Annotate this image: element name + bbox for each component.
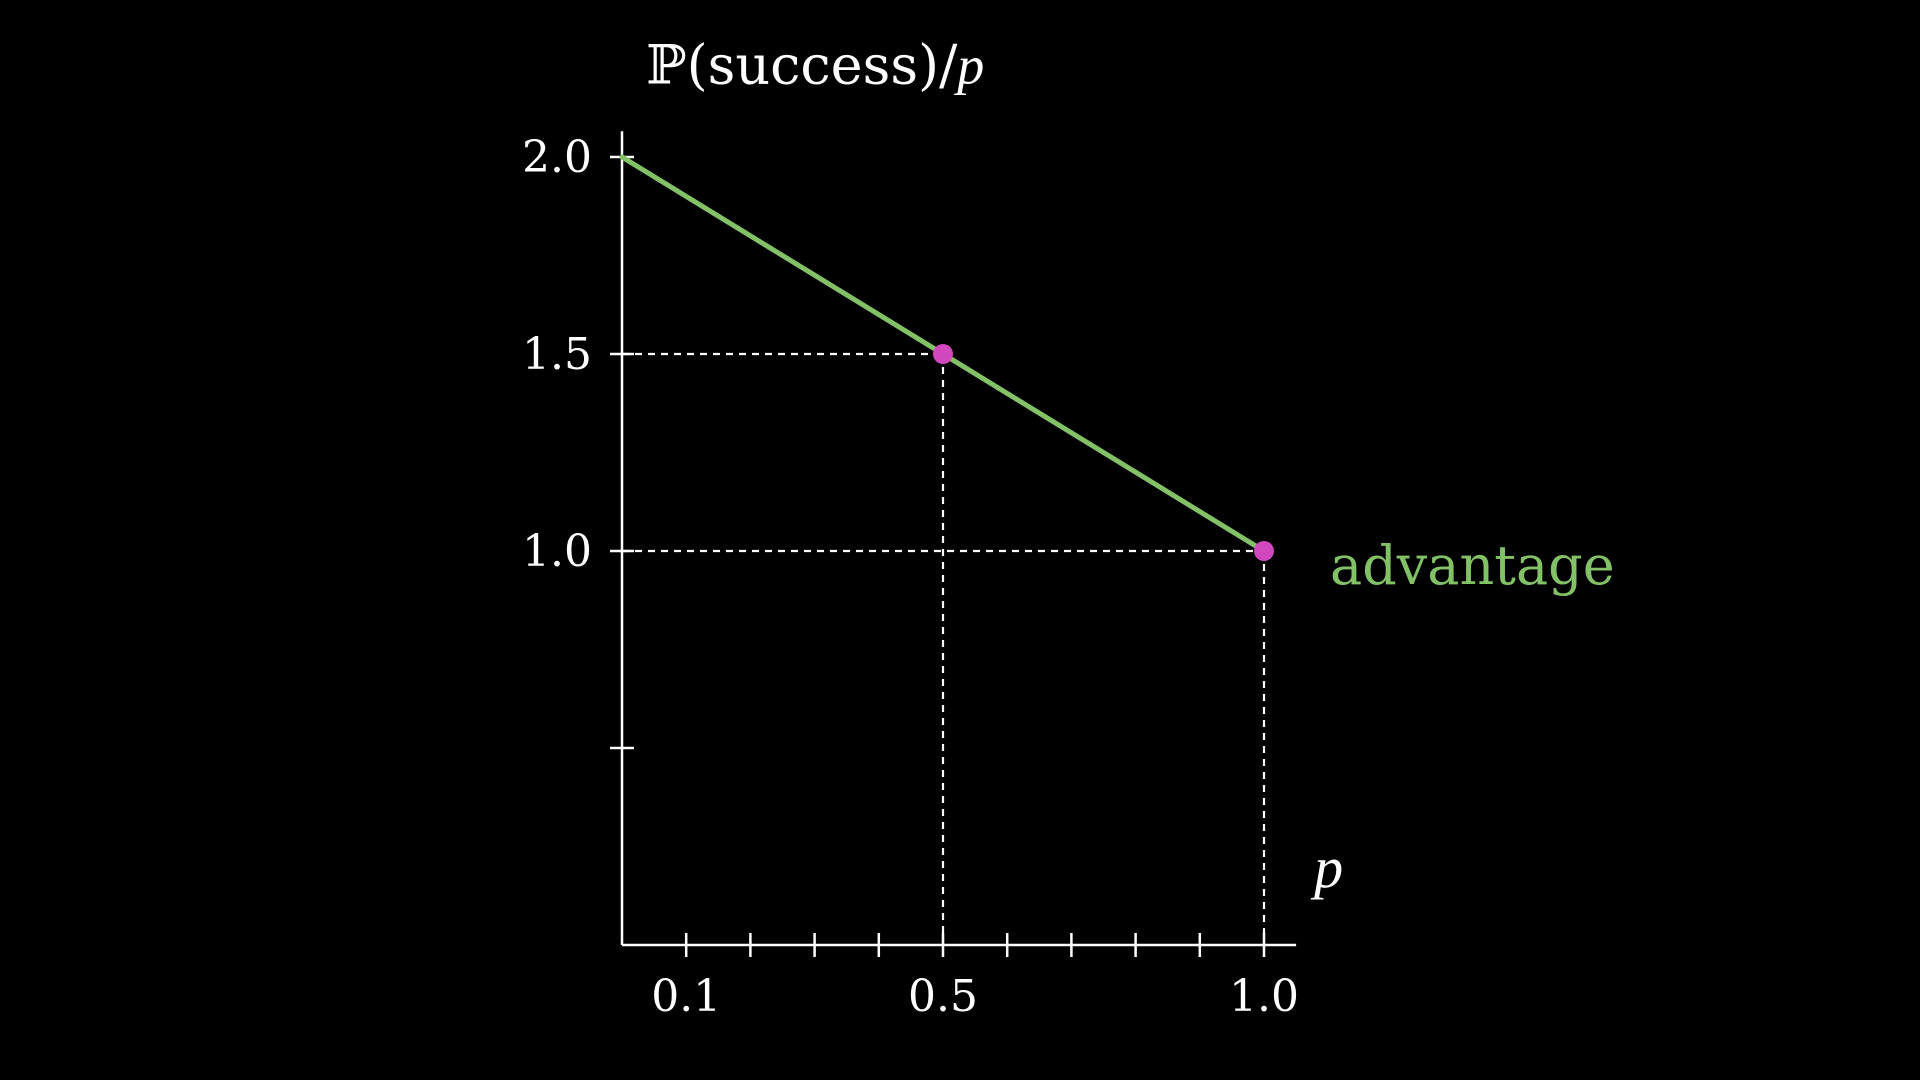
x-tick-label-0: 0.1 — [651, 971, 721, 1022]
labels: ℙ(success)/p p advantage — [646, 33, 1615, 900]
x-tick-label-1: 0.5 — [908, 971, 978, 1022]
y-ticks: 1.0 1.5 2.0 — [522, 132, 634, 750]
y-axis-label-body: (success)/ — [687, 33, 958, 96]
axes — [620, 131, 1297, 947]
y-tick-label-1: 1.5 — [522, 329, 592, 380]
y-tick-label-0: 1.0 — [522, 526, 592, 577]
data-point-0 — [933, 344, 953, 364]
y-axis-label-var: p — [953, 35, 984, 95]
x-tick-label-2: 1.0 — [1229, 971, 1299, 1022]
data-points — [933, 344, 1274, 561]
x-ticks: 0.1 0.5 1.0 — [651, 933, 1299, 1022]
data-point-1 — [1254, 541, 1274, 561]
guide-lines — [622, 352, 1266, 945]
y-axis-label: ℙ(success)/p — [646, 33, 984, 96]
x-axis-label: p — [1310, 835, 1343, 900]
y-axis-label-prefix: ℙ — [646, 33, 687, 96]
y-tick-label-2: 2.0 — [522, 132, 592, 183]
series-label-advantage: advantage — [1330, 534, 1615, 597]
